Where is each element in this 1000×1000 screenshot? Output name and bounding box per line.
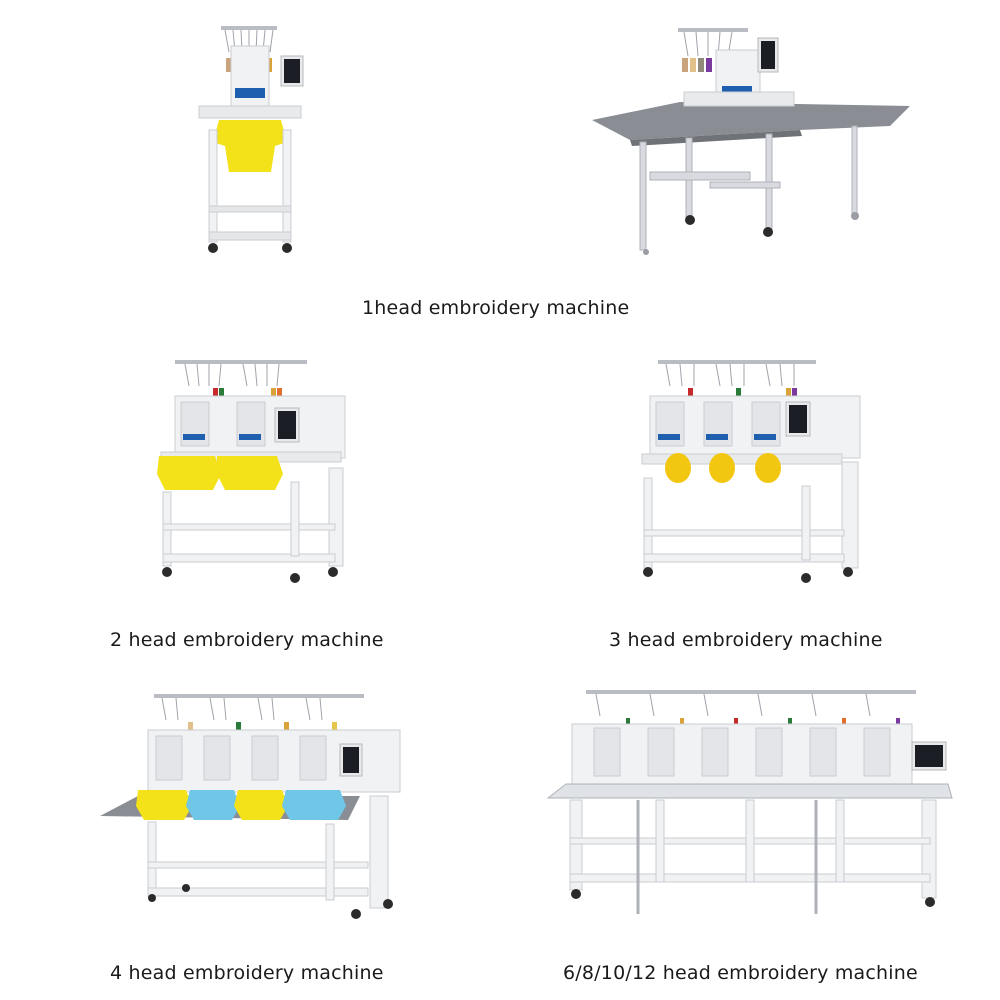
- single-head-machine-photo: [195, 22, 305, 257]
- caption-multi-head: 6/8/10/12 head embroidery machine: [563, 962, 918, 984]
- three-head-machine-photo: [636, 358, 862, 586]
- caption-two-head: 2 head embroidery machine: [110, 629, 384, 651]
- caption-single-head: 1head embroidery machine: [362, 297, 630, 319]
- single-head-table-machine-photo: [590, 22, 910, 257]
- multi-head-machine-photo: [546, 688, 956, 922]
- caption-four-head: 4 head embroidery machine: [110, 962, 384, 984]
- four-head-machine-photo: [98, 692, 404, 922]
- caption-three-head: 3 head embroidery machine: [609, 629, 883, 651]
- two-head-machine-photo: [155, 358, 350, 586]
